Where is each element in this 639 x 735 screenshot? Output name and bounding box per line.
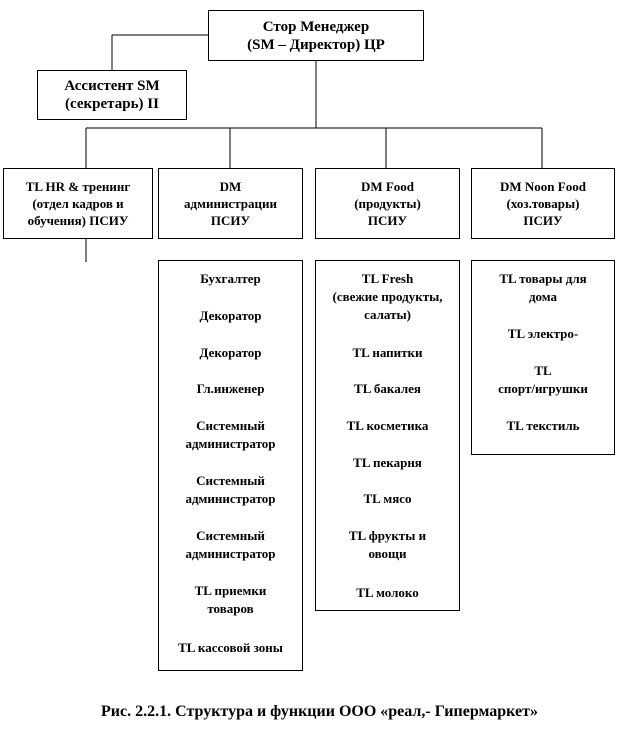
list-item: TL приемки товаров — [194, 583, 267, 616]
department-label-admin: DM администрации ПСИУ — [184, 179, 277, 228]
list-item: TL напитки — [352, 345, 423, 360]
list-item: Системный администратор — [185, 418, 276, 451]
list-item: TL кассовой зоны — [178, 640, 283, 655]
director-label: Стор Менеджер (SM – Директор) ЦР — [247, 18, 385, 53]
list-item: TL пекарня — [353, 455, 422, 470]
list-item: TL бакалея — [354, 381, 421, 396]
department-label-food: DM Food (продукты) ПСИУ — [354, 179, 421, 228]
assistant-box: Ассистент SM (секретарь) II — [37, 70, 187, 120]
list-item: TL фрукты и овощи — [348, 528, 427, 561]
list-item: TL молоко — [356, 585, 419, 600]
list-item: Декоратор — [199, 308, 262, 323]
department-box-nonfood: DM Noon Food (хоз.товары) ПСИУ — [471, 168, 615, 239]
list-item: TL мясо — [363, 491, 412, 506]
department-label-nonfood: DM Noon Food (хоз.товары) ПСИУ — [500, 179, 586, 228]
director-box: Стор Менеджер (SM – Директор) ЦР — [208, 10, 424, 61]
figure-caption: Рис. 2.2.1. Структура и функции ООО «реа… — [101, 703, 538, 720]
department-box-food: DM Food (продукты) ПСИУ — [315, 168, 460, 239]
list-item: TL товары для дома — [499, 271, 587, 304]
department-box-hr: TL HR & тренинг (отдел кадров и обучения… — [3, 168, 153, 239]
list-item: TL текстиль — [506, 418, 580, 433]
department-box-admin: DM администрации ПСИУ — [158, 168, 303, 239]
list-item: Системный администратор — [185, 528, 276, 561]
list-item: Декоратор — [199, 345, 262, 360]
list-item: Бухгалтер — [200, 271, 261, 286]
food-staff-list: TL Fresh (свежие продукты, салаты) TL на… — [315, 260, 460, 611]
assistant-label: Ассистент SM (секретарь) II — [64, 78, 160, 112]
department-label-hr: TL HR & тренинг (отдел кадров и обучения… — [25, 179, 131, 228]
list-item: TL электро- — [507, 326, 579, 341]
list-item: TL косметика — [346, 418, 429, 433]
list-item: Гл.инженер — [196, 381, 265, 396]
list-item: TL Fresh (свежие продукты, салаты) — [332, 271, 443, 322]
list-item: Системный администратор — [185, 473, 276, 506]
nonfood-staff-list: TL товары для дома TL электро- TL спорт/… — [471, 260, 615, 455]
list-item: TL спорт/игрушки — [498, 363, 588, 396]
admin-staff-list: Бухгалтер Декоратор Декоратор Гл.инженер… — [158, 260, 303, 671]
